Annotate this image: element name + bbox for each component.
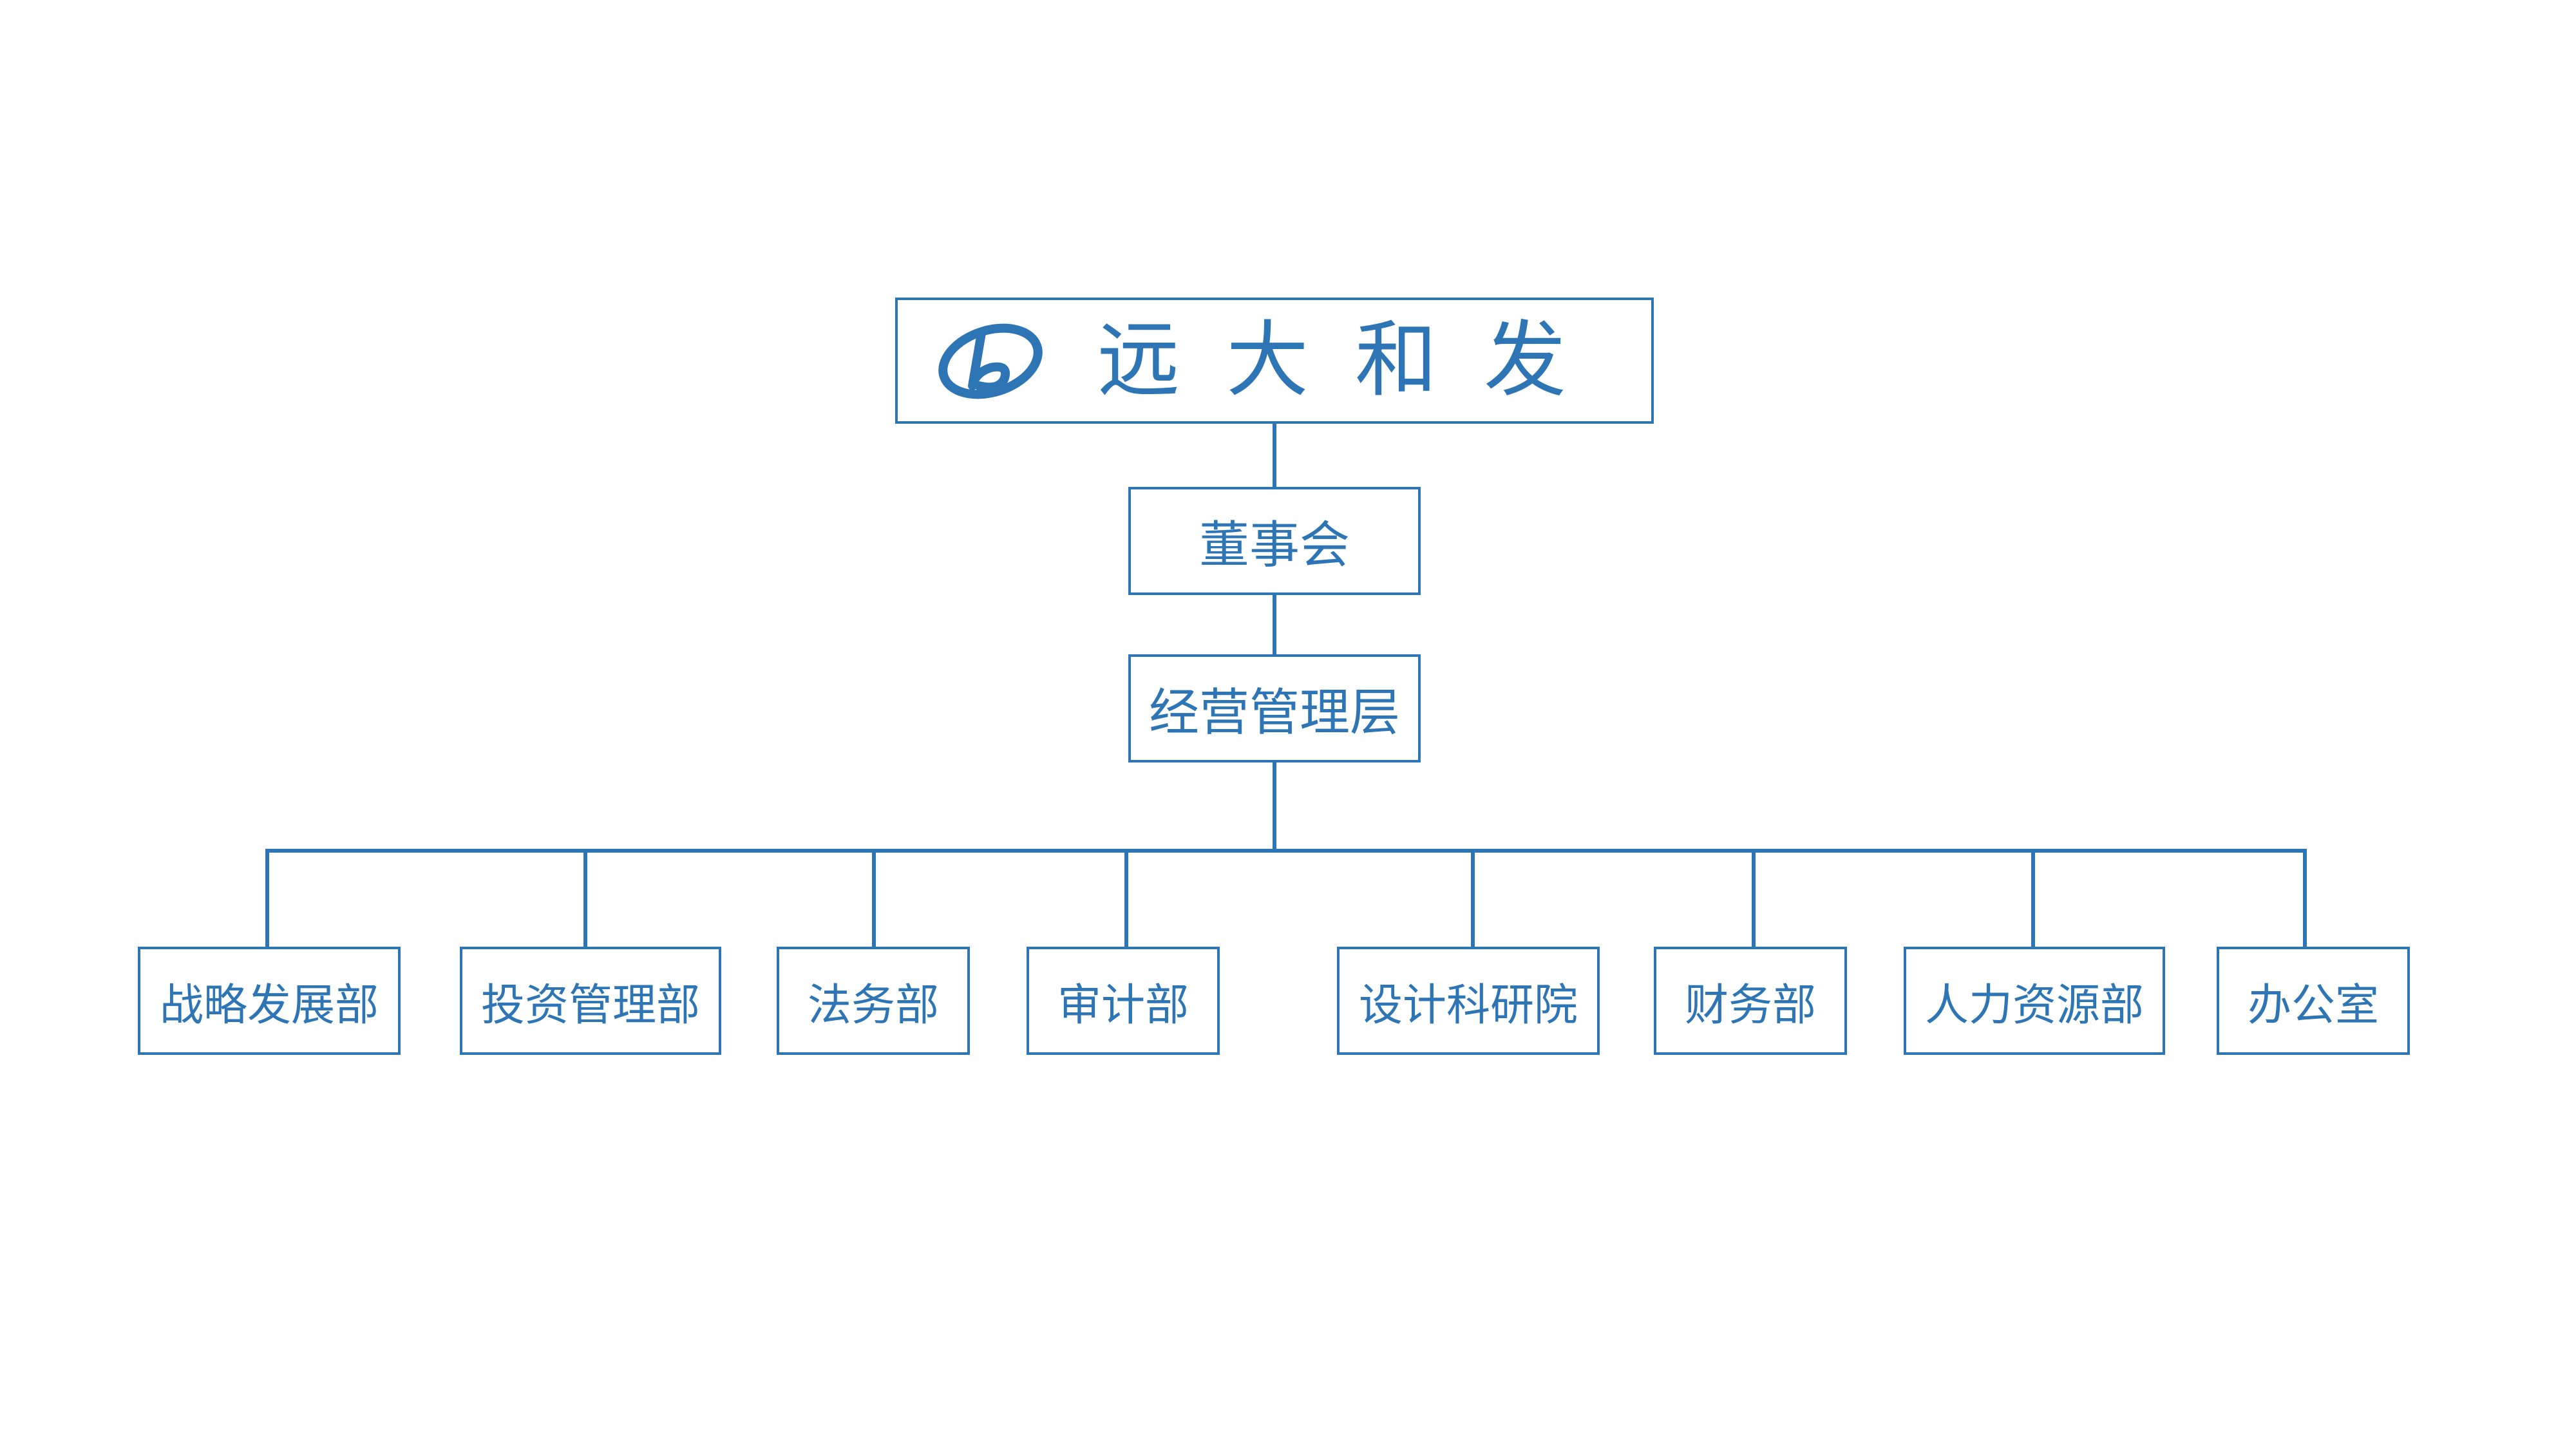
company-logo-icon <box>938 323 1043 399</box>
department-box: 审计部 <box>1027 947 1220 1055</box>
department-label: 人力资源部 <box>1924 980 2144 1031</box>
department-label: 设计科研院 <box>1358 980 1578 1031</box>
department-label: 办公室 <box>2247 980 2379 1031</box>
department-label: 法务部 <box>807 980 939 1031</box>
connector-dept-5 <box>1752 849 1756 947</box>
connector-dept-6 <box>2031 849 2035 947</box>
department-box: 法务部 <box>777 947 970 1055</box>
management-box: 经营管理层 <box>1128 654 1421 762</box>
connector-dept-2 <box>872 849 876 947</box>
board-of-directors-box: 董事会 <box>1128 487 1421 595</box>
connector-dept-1 <box>583 849 587 947</box>
department-bus-line <box>265 849 2307 853</box>
department-box: 财务部 <box>1654 947 1847 1055</box>
department-box: 人力资源部 <box>1904 947 2165 1055</box>
connector-board-management <box>1273 595 1276 654</box>
department-label: 投资管理部 <box>480 980 700 1031</box>
department-box: 办公室 <box>2217 947 2410 1055</box>
department-box: 战略发展部 <box>138 947 401 1055</box>
connector-dept-3 <box>1124 849 1128 947</box>
department-label: 审计部 <box>1057 980 1189 1031</box>
connector-dept-0 <box>265 849 269 947</box>
company-header-box: 远大和发 <box>895 298 1654 424</box>
board-label: 董事会 <box>1198 516 1350 574</box>
department-box: 设计科研院 <box>1337 947 1600 1055</box>
connector-dept-4 <box>1471 849 1475 947</box>
department-label: 财务部 <box>1684 980 1816 1031</box>
connector-dept-7 <box>2303 849 2307 947</box>
department-box: 投资管理部 <box>460 947 721 1055</box>
company-name: 远大和发 <box>1097 312 1613 408</box>
department-label: 战略发展部 <box>159 980 379 1031</box>
connector-company-board <box>1273 424 1276 487</box>
connector-management-bus <box>1273 762 1276 853</box>
management-label: 经营管理层 <box>1148 684 1400 742</box>
